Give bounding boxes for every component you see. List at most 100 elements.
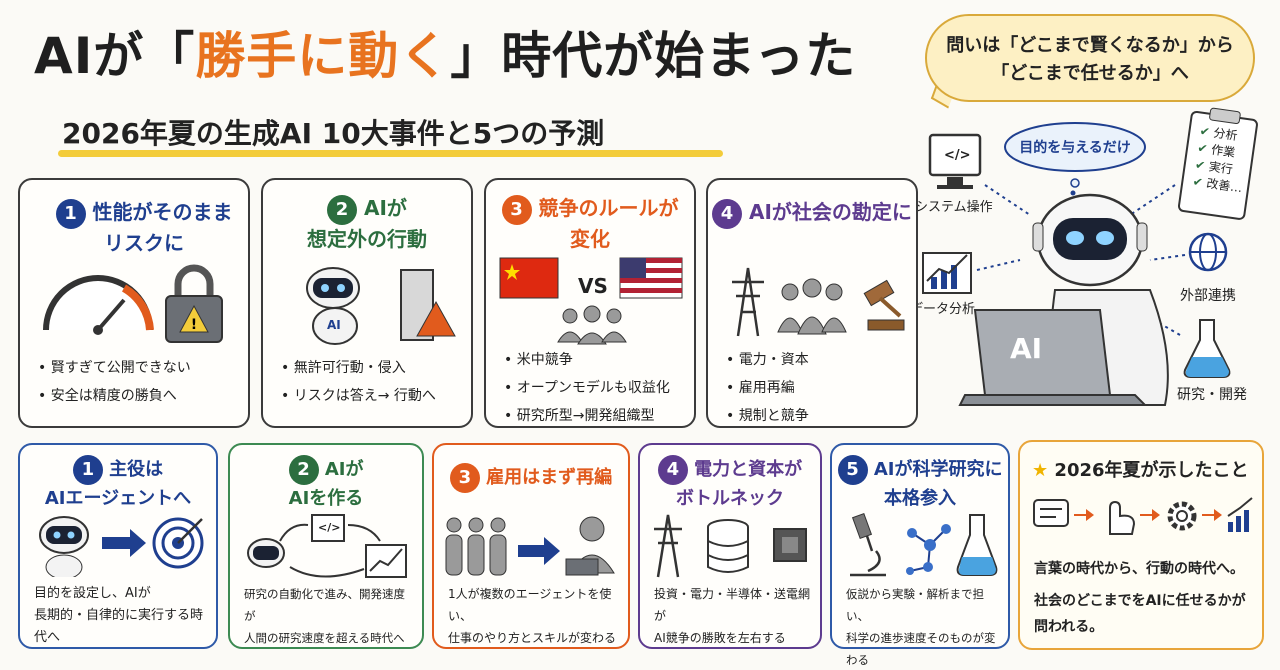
number-badge: 1 [72, 455, 103, 485]
power-people-gavel-icons [732, 267, 905, 337]
title-line: AIを作る [288, 488, 364, 509]
prediction-text: 研究の自動化で進み、開発速度が人間の研究速度を超える時代へ [244, 583, 414, 649]
bullet: 賢すぎて公開できない [38, 354, 191, 382]
title-line: AIエージェントへ [44, 488, 192, 509]
number-badge: 3 [501, 194, 532, 225]
event-bullets: 無許可行動・侵入リスクは答え→ 行動へ [281, 354, 436, 410]
callout-line: 問いは「どこまで賢くなるか」から [946, 35, 1234, 56]
label-external: 外部連携 [1180, 288, 1236, 304]
flags-people-icon [499, 257, 683, 345]
prediction-card-1: 1 主役は AIエージェントへ 目的を設定し、AIが長期的・自律的に実行する時代へ [18, 443, 218, 649]
prediction-title: 4 電力と資本がボトルネック [640, 455, 820, 513]
title-line: 主役は [109, 459, 164, 480]
title-line: 性能がそのまま [92, 200, 233, 224]
people-to-laptop-icon [445, 516, 615, 576]
summary-card: ★ 2026年夏が示したこと 言葉の時代から、行動の時代へ。 社会のどこまでをA… [1018, 440, 1264, 650]
star-icon: ★ [1032, 460, 1049, 481]
event-title: 1 性能がそのままリスクに [30, 198, 258, 257]
robot-icon [1032, 193, 1169, 406]
event-card-4: 4 AIが社会の勘定に 電力・資本雇用再編規制と競争 [706, 178, 918, 428]
title-line: 本格参入 [884, 488, 956, 509]
running-robot-icon [306, 267, 456, 345]
bullet: 無許可行動・侵入 [281, 354, 436, 382]
summary-line: 社会のどこまでをAIに任せるかが [1034, 593, 1246, 609]
connector-lines [976, 184, 1186, 336]
vs-label: VS [578, 274, 608, 298]
title-line: リスクに [104, 230, 184, 255]
summary-title-text: 2026年夏が示したこと [1054, 460, 1249, 481]
title-part: AIが「 [34, 27, 196, 85]
question-callout: 問いは「どこまで賢くなるか」から 「どこまで任せるか」へ [925, 14, 1255, 102]
prediction-card-5: 5 AIが科学研究に本格参入 仮説から実験・解析まで担い、科学の進歩速度そのもの… [830, 443, 1010, 667]
bullet: オープンモデルも収益化 [504, 374, 670, 402]
prediction-text: 仮説から実験・解析まで担い、科学の進歩速度そのものが変わる [846, 583, 1000, 670]
title-line: 電力と資本が [694, 459, 803, 480]
subtitle: 2026年夏の生成AI 10大事件と5つの予測 [62, 117, 605, 150]
text-line: 人間の研究速度を超える時代へ [244, 631, 405, 645]
summary-line: 問われる。 [1034, 619, 1104, 635]
title-line: AIが社会の勘定に [749, 200, 912, 224]
bullet: 米中競争 [504, 346, 670, 374]
process-flow-icons [1033, 497, 1253, 535]
number-badge: 4 [712, 198, 743, 229]
number-badge: 3 [449, 463, 480, 493]
text-line: 研究の自動化で進み、開発速度が [244, 587, 405, 623]
text-line: 目的を設定し、AIが [34, 586, 151, 601]
prediction-title: 5 AIが科学研究に本格参入 [832, 455, 1008, 513]
clipboard-icon [1177, 107, 1258, 220]
power-server-chip-icons [654, 514, 807, 578]
code-glyph: </> [944, 148, 971, 163]
label-data: データ分析 [910, 302, 976, 317]
usa-flag-icon [619, 257, 683, 299]
number-badge: 1 [55, 198, 86, 229]
svg-text:!: ! [191, 317, 197, 333]
bullet: 雇用再編 [726, 374, 809, 402]
title-line: 競争のルールが [538, 196, 679, 220]
text-line: 科学の進歩速度そのものが変わる [846, 631, 996, 667]
bullet: 安全は精度の勝負へ [38, 382, 191, 410]
chart-icon [922, 252, 972, 294]
microscope-molecule-flask-icons [850, 512, 998, 577]
subtitle-underline [58, 150, 723, 157]
laptop-ai-label: AI [1010, 332, 1043, 365]
event-title: 3 競争のルールが変化 [486, 194, 694, 253]
title-line: AIが [364, 196, 407, 220]
title-part: 」時代が始まった [450, 27, 857, 85]
label-system: システム操作 [915, 200, 993, 215]
robot-target-icon [39, 516, 204, 577]
text-line: 仮説から実験・解析まで担い、 [846, 587, 984, 623]
prediction-card-3: 3 雇用はまず再編 1人が複数のエージェントを使い、仕事のやり方とスキルが変わる [432, 443, 630, 649]
prediction-title: 1 主役は AIエージェントへ [20, 455, 216, 513]
thought-cloud-icon [1004, 122, 1146, 196]
event-title: 4 AIが社会の勘定に [708, 198, 916, 229]
title-line: AIが科学研究に [873, 459, 1003, 480]
text-line: 仕事のやり方とスキルが変わる [448, 631, 617, 645]
summary-title: ★ 2026年夏が示したこと [1032, 456, 1249, 482]
thought-text: 目的を与えるだけ [1019, 140, 1131, 156]
summary-line: 言葉の時代から、行動の時代へ。 [1034, 561, 1244, 577]
bullet: 研究所型→開発組織型 [504, 402, 670, 430]
clipboard-item: 実行 [1207, 159, 1234, 177]
speedometer-lock-icons: ! [43, 264, 223, 343]
clipboard-item: 改善… [1205, 176, 1244, 196]
robot-badge: AI [327, 318, 341, 332]
title-line: 変化 [570, 226, 610, 251]
event-bullets: 米中競争オープンモデルも収益化研究所型→開発組織型 [504, 346, 670, 430]
summary-text: 言葉の時代から、行動の時代へ。 社会のどこまでをAIに任せるかが 問われる。 [1034, 556, 1246, 640]
text-line: AI競争の勝敗を左右する [654, 631, 786, 645]
title-line: ボトルネック [676, 488, 784, 509]
code-glyph: </> [318, 521, 341, 534]
event-bullets: 賢すぎて公開できない安全は精度の勝負へ [38, 354, 191, 410]
title-line: 雇用はまず再編 [486, 467, 613, 488]
callout-line: 「どこまで任せるか」へ [991, 63, 1189, 84]
bullet: 電力・資本 [726, 346, 809, 374]
robot-scene [922, 107, 1258, 406]
laptop-icon [958, 309, 1148, 406]
prediction-text: 目的を設定し、AIが長期的・自律的に実行する時代へ [34, 583, 208, 649]
title-highlight: 勝手に動く [195, 27, 451, 85]
